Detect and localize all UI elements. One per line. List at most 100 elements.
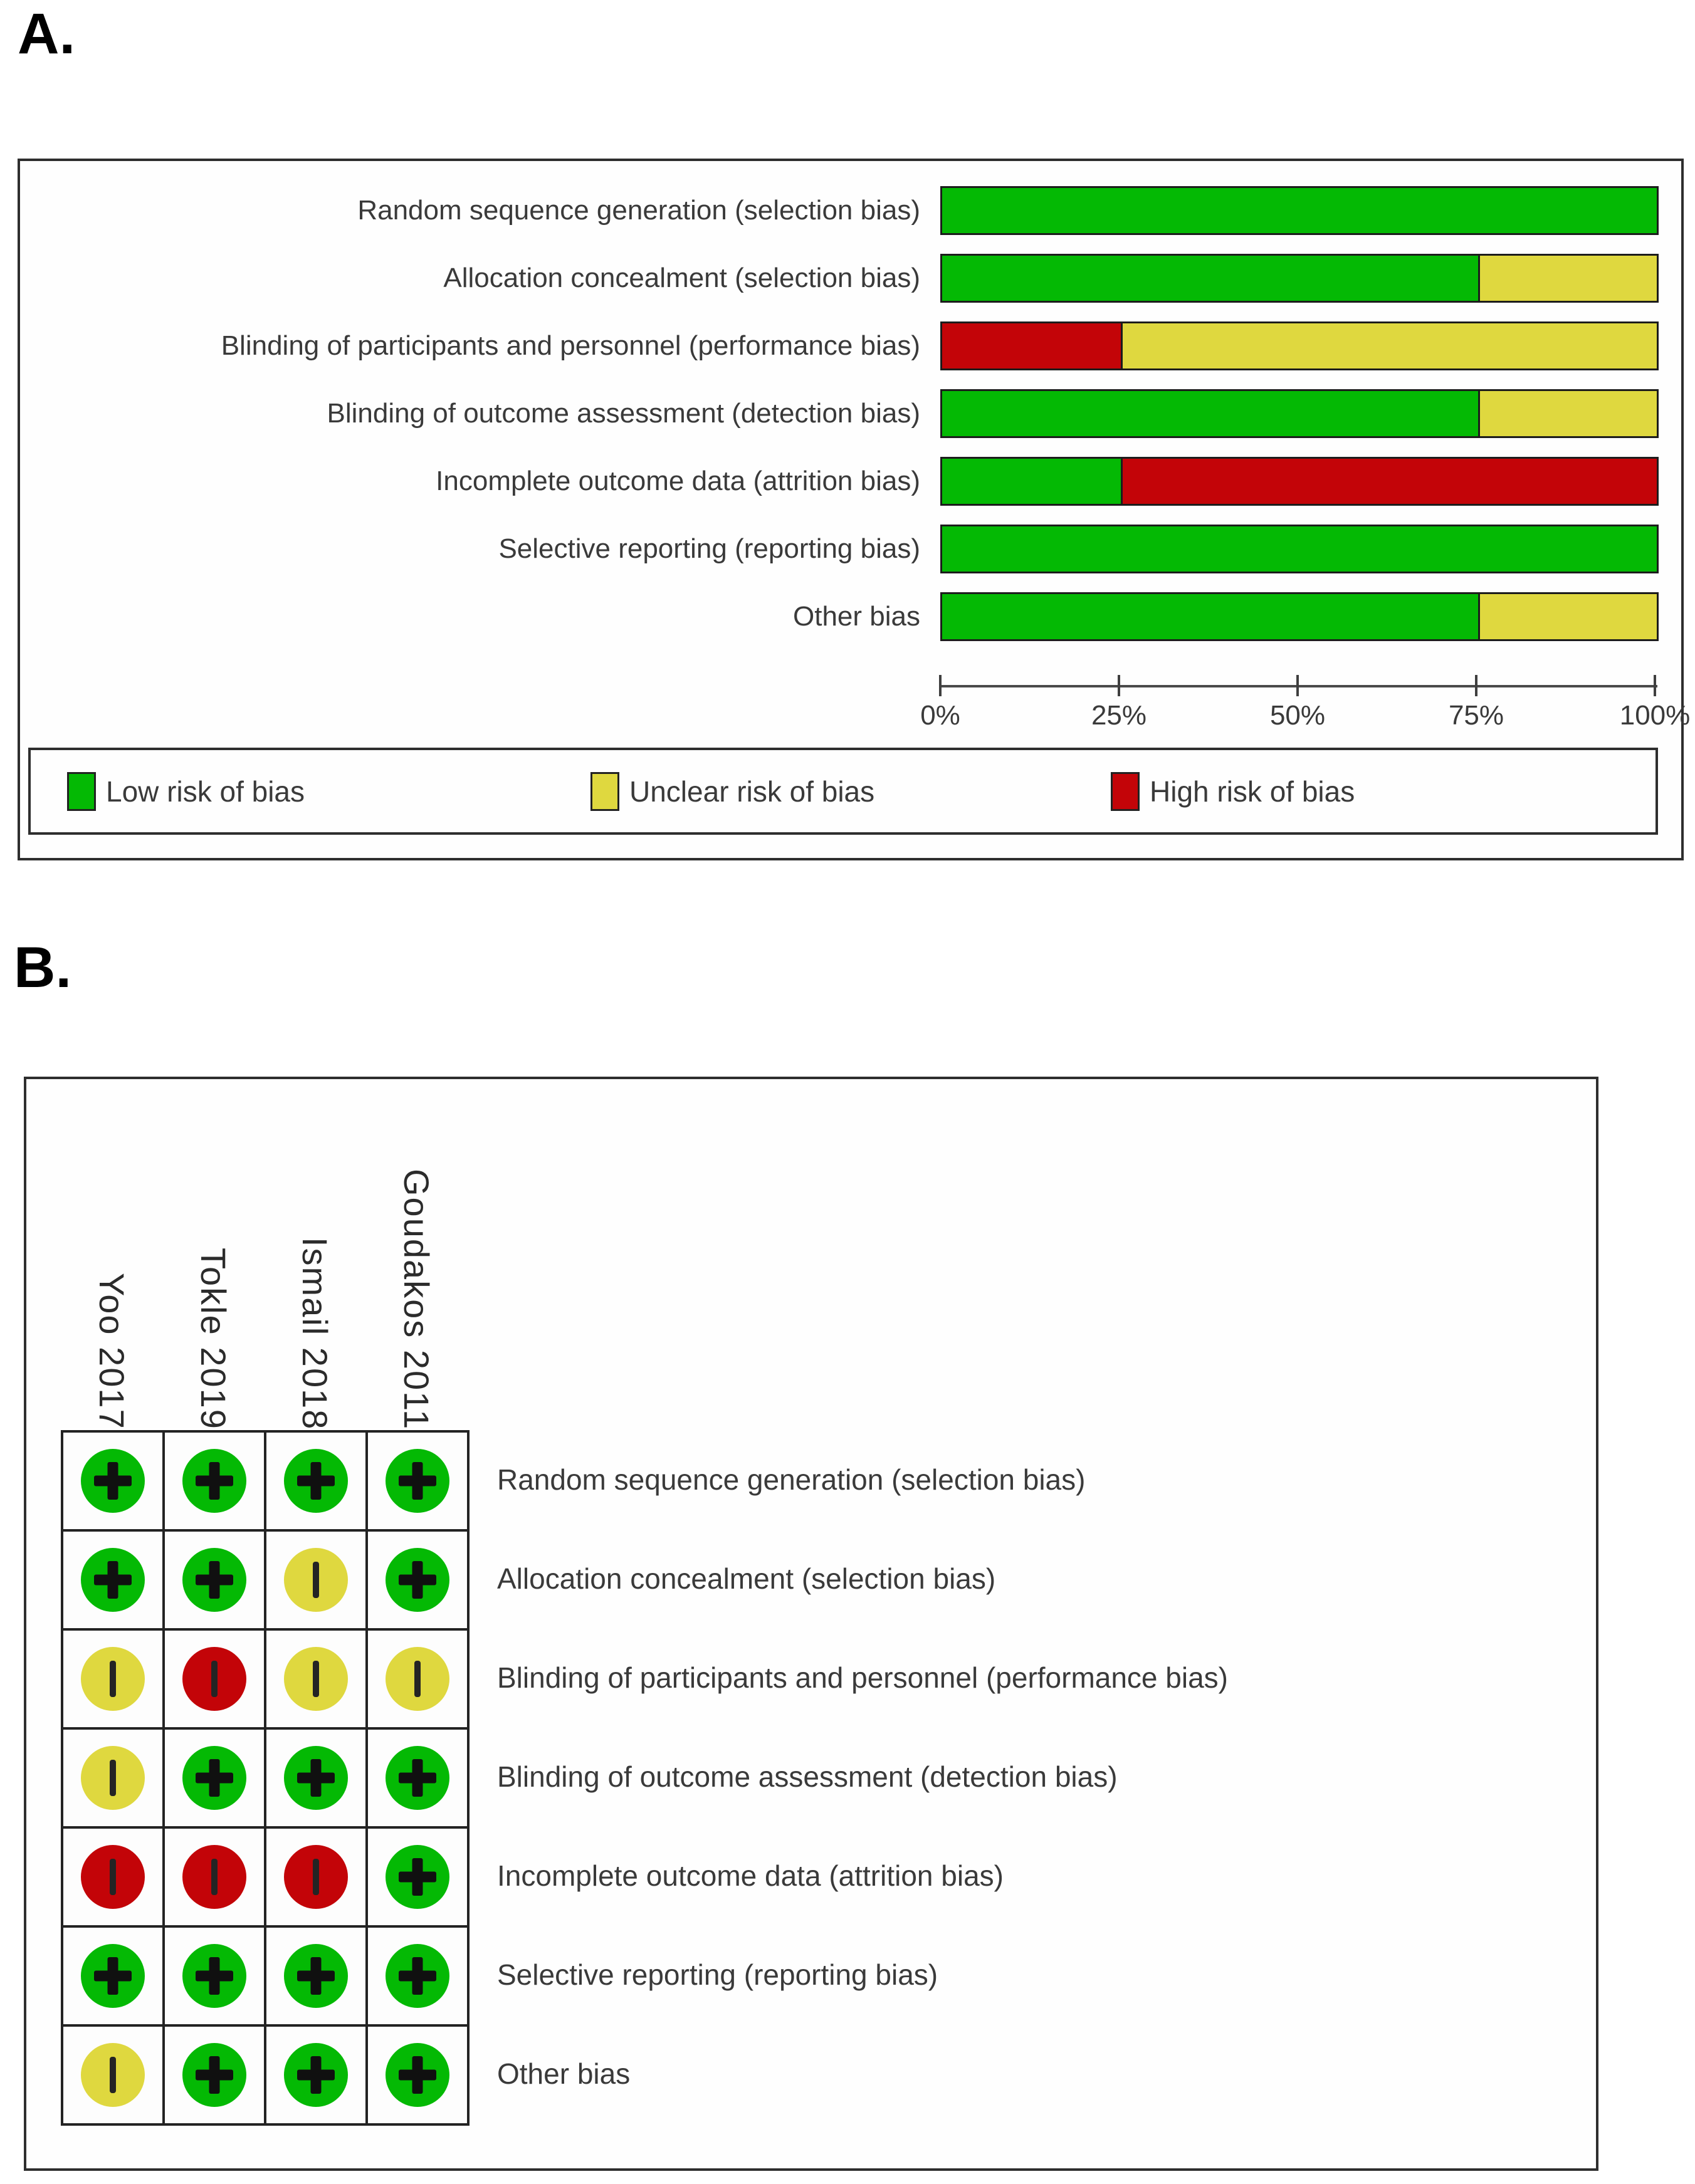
risk-circle-high (284, 1845, 348, 1909)
study-header: Ismail 2018 (295, 1236, 335, 1430)
risk-circle-low (284, 1449, 348, 1513)
risk-circle-low (386, 1548, 449, 1612)
bias-domain-label: Selective reporting (reporting bias) (497, 1958, 938, 1991)
risk-of-bias-graph-panel: Random sequence generation (selection bi… (18, 159, 1690, 860)
bias-domain-label: Random sequence generation (selection bi… (497, 1463, 1086, 1496)
bar-segment-high (942, 323, 1121, 368)
bar-segment-low (942, 459, 1121, 504)
judgement-cell (164, 1530, 265, 1629)
risk-stacked-bar (940, 525, 1659, 573)
axis-tick-label: 0% (920, 700, 960, 731)
panel-b-letter: B. (14, 936, 71, 1000)
legend-label: Low risk of bias (106, 775, 305, 808)
x-axis-line (940, 685, 1657, 687)
bias-domain-label: Other bias (497, 2057, 631, 2090)
bar-segment-low (942, 391, 1478, 436)
risk-circle-low (284, 2043, 348, 2107)
risk-circle-unclear (81, 2043, 145, 2107)
plus-mark (412, 1858, 423, 1896)
risk-circle-high (81, 1845, 145, 1909)
bar-segment-unclear (1121, 323, 1657, 368)
risk-stacked-bar (940, 186, 1659, 235)
risk-stacked-bar (940, 321, 1659, 370)
risk-stacked-bar (940, 592, 1659, 641)
plus-mark (209, 1957, 220, 1995)
judgement-cell (164, 1827, 265, 1926)
axis-tick-label: 100% (1619, 700, 1691, 731)
plus-mark (310, 1759, 322, 1797)
bar-segment-low (942, 526, 1657, 572)
bar-mark (110, 1661, 116, 1697)
legend-entry-low: Low risk of bias (67, 750, 305, 832)
bias-domain-label: Allocation concealment (selection bias) (497, 1562, 996, 1595)
risk-circle-low (386, 1746, 449, 1810)
axis-tick-label: 50% (1269, 700, 1326, 731)
bar-segment-low (942, 256, 1478, 301)
risk-circle-low (386, 2043, 449, 2107)
plus-mark (107, 1957, 118, 1995)
risk-circle-low (81, 1548, 145, 1612)
legend-swatch-high (1111, 771, 1140, 811)
plus-mark (209, 1561, 220, 1599)
study-header: Goudakos 2011 (397, 1168, 436, 1430)
risk-stacked-bar (940, 457, 1659, 506)
risk-circle-low (386, 1449, 449, 1513)
legend-swatch-low (67, 771, 96, 811)
plus-mark (209, 1462, 220, 1500)
judgement-cell (367, 1431, 468, 1530)
risk-circle-unclear (81, 1746, 145, 1810)
bar-segment-unclear (1478, 391, 1657, 436)
plus-mark (310, 2056, 322, 2094)
judgement-cell (265, 2025, 367, 2124)
judgement-cell (164, 1431, 265, 1530)
axis-tick (1475, 675, 1477, 696)
judgement-cell (62, 1728, 164, 1827)
bias-domain-label: Allocation concealment (selection bias) (443, 263, 920, 293)
bar-mark (414, 1661, 421, 1697)
judgement-cell (164, 1728, 265, 1827)
judgement-cell (367, 1530, 468, 1629)
judgement-cell (62, 2025, 164, 2124)
risk-circle-low (386, 1845, 449, 1909)
axis-tick (1296, 675, 1299, 696)
plus-mark (107, 1462, 118, 1500)
bar-mark (313, 1562, 319, 1598)
panel-a-letter: A. (18, 2, 75, 66)
risk-circle-low (182, 1449, 246, 1513)
risk-stacked-bar (940, 254, 1659, 303)
judgement-cell (367, 1728, 468, 1827)
bar-segment-high (1121, 459, 1657, 504)
bar-mark (110, 1760, 116, 1796)
plus-mark (310, 1462, 322, 1500)
risk-circle-high (182, 1647, 246, 1711)
axis-tick-label: 25% (1091, 700, 1147, 731)
risk-circle-low (182, 1548, 246, 1612)
judgement-cell (62, 1629, 164, 1728)
bias-domain-label: Incomplete outcome data (attrition bias) (436, 466, 920, 496)
legend-box: Low risk of bias Unclear risk of bias High… (28, 748, 1658, 835)
judgement-cell (164, 1926, 265, 2025)
study-header: Tokle 2019 (194, 1248, 233, 1430)
bar-mark (110, 2057, 116, 2093)
legend-label: Unclear risk of bias (629, 775, 875, 808)
bar-mark (110, 1859, 116, 1895)
legend-entry-high: High risk of bias (1111, 750, 1355, 832)
plus-mark (412, 2056, 423, 2094)
plus-mark (412, 1957, 423, 1995)
risk-circle-unclear (284, 1548, 348, 1612)
risk-circle-unclear (284, 1647, 348, 1711)
bar-segment-unclear (1478, 256, 1657, 301)
risk-circle-low (284, 1746, 348, 1810)
bar-mark (211, 1661, 218, 1697)
judgement-cell (265, 1926, 367, 2025)
judgement-cell (265, 1629, 367, 1728)
bias-domain-label: Random sequence generation (selection bi… (357, 195, 920, 226)
bar-segment-unclear (1478, 594, 1657, 639)
bar-segment-low (942, 188, 1657, 233)
risk-circle-low (386, 1944, 449, 2008)
judgement-cell (367, 1926, 468, 2025)
plus-mark (209, 2056, 220, 2094)
judgement-cell (265, 1827, 367, 1926)
axis-tick (939, 675, 942, 696)
